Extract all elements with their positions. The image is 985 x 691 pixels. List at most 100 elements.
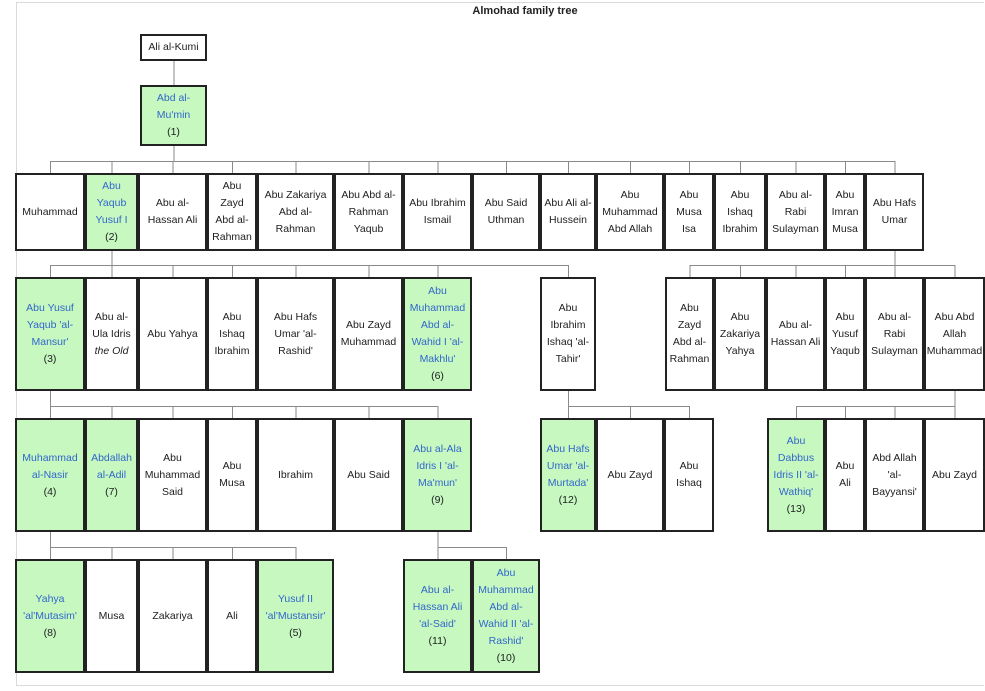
person-name: Abu Hafs Umar 'al-Murtada' [546, 443, 590, 489]
reign-number: (10) [496, 652, 516, 664]
person-box-g2_8[interactable]: Abu Said Uthman [472, 173, 540, 251]
person-name: Abu Ibrahim Ismail [409, 197, 466, 226]
person-name: Muhammad al-Nasir [22, 451, 78, 481]
person-name: Ali al-Kumi [148, 41, 199, 53]
person-box-abdalmumin[interactable]: Abd al-Mu'min (1) [140, 85, 207, 146]
person-name: Abu Hafs Umar [872, 197, 917, 226]
person-box-g4_11[interactable]: Abu Dabbus Idris II 'al-Wathiq' (13) [767, 418, 825, 532]
person-name: Abu Ishaq [676, 460, 702, 489]
person-name: Abu al-Rabi Sulayman [871, 310, 918, 357]
person-box-g4_6[interactable]: Abu Said [334, 418, 403, 532]
person-box-g5_6[interactable]: Abu al-Hassan Ali 'al-Said'(11) [403, 559, 472, 673]
person-name: Abu Muhammad Said [144, 451, 201, 498]
person-box-g2_15[interactable]: Abu Hafs Umar [865, 173, 924, 251]
person-name: Abu al-Hassan Ali [147, 197, 198, 226]
person-name: Abu Ali al-Hussein [544, 197, 592, 226]
person-box-g3_13[interactable]: Abu al-Rabi Sulayman [865, 277, 924, 391]
person-name: Abu Dabbus Idris II 'al-Wathiq' [773, 434, 819, 498]
person-box-g2_10[interactable]: Abu Muhammad Abd Allah [596, 173, 664, 251]
person-box-g4_1[interactable]: Muhammad al-Nasir (4) [15, 418, 85, 532]
person-name: Abu Zakariya Abd al-Rahman [264, 188, 327, 235]
person-name: Abu Abd Allah Muhammad [926, 310, 983, 357]
person-box-g3_11[interactable]: Abu al-Hassan Ali [766, 277, 825, 391]
person-box-g4_7[interactable]: Abu al-Ala Idris I 'al-Ma'mun'(9) [403, 418, 472, 532]
person-box-g5_4[interactable]: Ali [207, 559, 257, 673]
person-box-g3_10[interactable]: Abu Zakariya Yahya [714, 277, 766, 391]
person-name: Abu Ibrahim Ishaq 'al-Tahir' [546, 302, 590, 365]
person-name: Abd al-Mu'min [156, 92, 191, 121]
person-box-g5_7[interactable]: Abu Muhammad Abd al-Wahid II 'al-Rashid'… [472, 559, 540, 673]
reign-number: (13) [786, 502, 806, 515]
person-box-g2_4[interactable]: Abu Zayd Abd al-Rahman [207, 173, 257, 251]
person-box-g2_14[interactable]: Abu Imran Musa [825, 173, 865, 251]
reign-number: (3) [43, 353, 57, 365]
person-name: Abdallah al-Adil [91, 451, 132, 481]
reign-number: (4) [43, 485, 57, 498]
person-box-g3_3[interactable]: Abu Yahya [138, 277, 207, 391]
person-box-g4_13[interactable]: Abd Allah 'al-Bayyansi' [865, 418, 924, 532]
person-box-g4_14[interactable]: Abu Zayd [924, 418, 985, 532]
reign-number: (6) [431, 370, 444, 382]
person-box-g4_4[interactable]: Abu Musa [207, 418, 257, 532]
person-box-g2_6[interactable]: Abu Abd al-Rahman Yaqub [334, 173, 403, 251]
person-box-g4_8[interactable]: Abu Hafs Umar 'al-Murtada' (12) [540, 418, 596, 532]
person-epithet: the Old [94, 344, 129, 357]
person-name: Abu Said [347, 468, 390, 481]
person-box-g5_1[interactable]: Yahya 'al'Mutasim' (8) [15, 559, 85, 673]
person-name: Abu Ishaq Ibrahim [722, 188, 758, 235]
reign-number: (1) [167, 126, 180, 138]
person-box-g3_5[interactable]: Abu Hafs Umar 'al-Rashid' [257, 277, 334, 391]
person-box-g5_3[interactable]: Zakariya [138, 559, 207, 673]
person-box-g2_5[interactable]: Abu Zakariya Abd al-Rahman [257, 173, 334, 251]
person-name: Yahya 'al'Mutasim' [23, 592, 77, 622]
person-name: Abu Zayd [932, 468, 977, 481]
person-box-g2_9[interactable]: Abu Ali al-Hussein [540, 173, 596, 251]
person-name: Abu al-Ula Idris [92, 310, 131, 340]
person-box-g3_7[interactable]: Abu Muhammad Abd al-Wahid I 'al-Makhlu' (… [403, 277, 472, 391]
person-box-g2_12[interactable]: Abu Ishaq Ibrahim [714, 173, 766, 251]
reign-number: (2) [105, 231, 118, 243]
person-box-g3_8[interactable]: Abu Ibrahim Ishaq 'al-Tahir' [540, 277, 596, 391]
person-box-g3_1[interactable]: Abu Yusuf Yaqub 'al-Mansur' (3) [15, 277, 85, 391]
person-name: Abu Zayd [607, 468, 653, 481]
reign-number: (9) [431, 494, 444, 506]
person-box-g4_12[interactable]: Abu Ali [825, 418, 865, 532]
person-box-g2_3[interactable]: Abu al-Hassan Ali [138, 173, 207, 251]
person-box-g5_2[interactable]: Musa [85, 559, 138, 673]
person-name: Abu Zayd Abd al-Rahman [212, 180, 252, 243]
person-name: Abu al-Rabi Sulayman [772, 188, 819, 235]
person-box-g2_7[interactable]: Abu Ibrahim Ismail [403, 173, 472, 251]
person-box-g3_9[interactable]: Abu Zayd Abd al-Rahman [665, 277, 714, 391]
person-box-g4_5[interactable]: Ibrahim [257, 418, 334, 532]
person-name: Abu Yusuf Yaqub 'al-Mansur' [26, 302, 74, 348]
person-name: Abu Muhammad Abd al-Wahid I 'al-Makhlu' [409, 285, 466, 365]
person-box-g4_9[interactable]: Abu Zayd [596, 418, 664, 532]
person-box-g2_1[interactable]: Muhammad [15, 173, 85, 251]
person-name: Abu Muhammad Abd al-Wahid II 'al-Rashid' [478, 567, 534, 647]
reign-number: (8) [43, 626, 57, 639]
person-name: Abu Said Uthman [484, 197, 528, 226]
person-box-g3_12[interactable]: Abu Yusuf Yaqub [825, 277, 865, 391]
person-box-g2_11[interactable]: Abu Musa Isa [664, 173, 714, 251]
person-name: Muhammad [22, 205, 78, 218]
person-box-g5_5[interactable]: Yusuf II 'al'Mustansir'(5) [257, 559, 334, 673]
person-box-g3_6[interactable]: Abu Zayd Muhammad [334, 277, 403, 391]
person-name: Musa [98, 609, 125, 622]
person-box-g4_3[interactable]: Abu Muhammad Said [138, 418, 207, 532]
person-name: Abu Yaqub Yusuf I [95, 180, 128, 226]
person-box-ali[interactable]: Ali al-Kumi [140, 34, 207, 61]
person-box-g2_13[interactable]: Abu al-Rabi Sulayman [766, 173, 825, 251]
person-box-g2_2[interactable]: Abu Yaqub Yusuf I (2) [85, 173, 138, 251]
person-box-g3_14[interactable]: Abu Abd Allah Muhammad [924, 277, 985, 391]
person-name: Abu Yusuf Yaqub [830, 310, 860, 357]
person-name: Ali [226, 609, 238, 622]
person-box-g4_2[interactable]: Abdallah al-Adil(7) [85, 418, 138, 532]
person-box-g3_4[interactable]: Abu Ishaq Ibrahim [207, 277, 257, 391]
reign-number: (11) [428, 635, 447, 647]
person-box-g4_10[interactable]: Abu Ishaq [664, 418, 714, 532]
person-name: Abu Ali [835, 460, 855, 489]
reign-number: (12) [558, 494, 578, 506]
person-box-g3_2[interactable]: Abu al-Ula Idris the Old [85, 277, 138, 391]
